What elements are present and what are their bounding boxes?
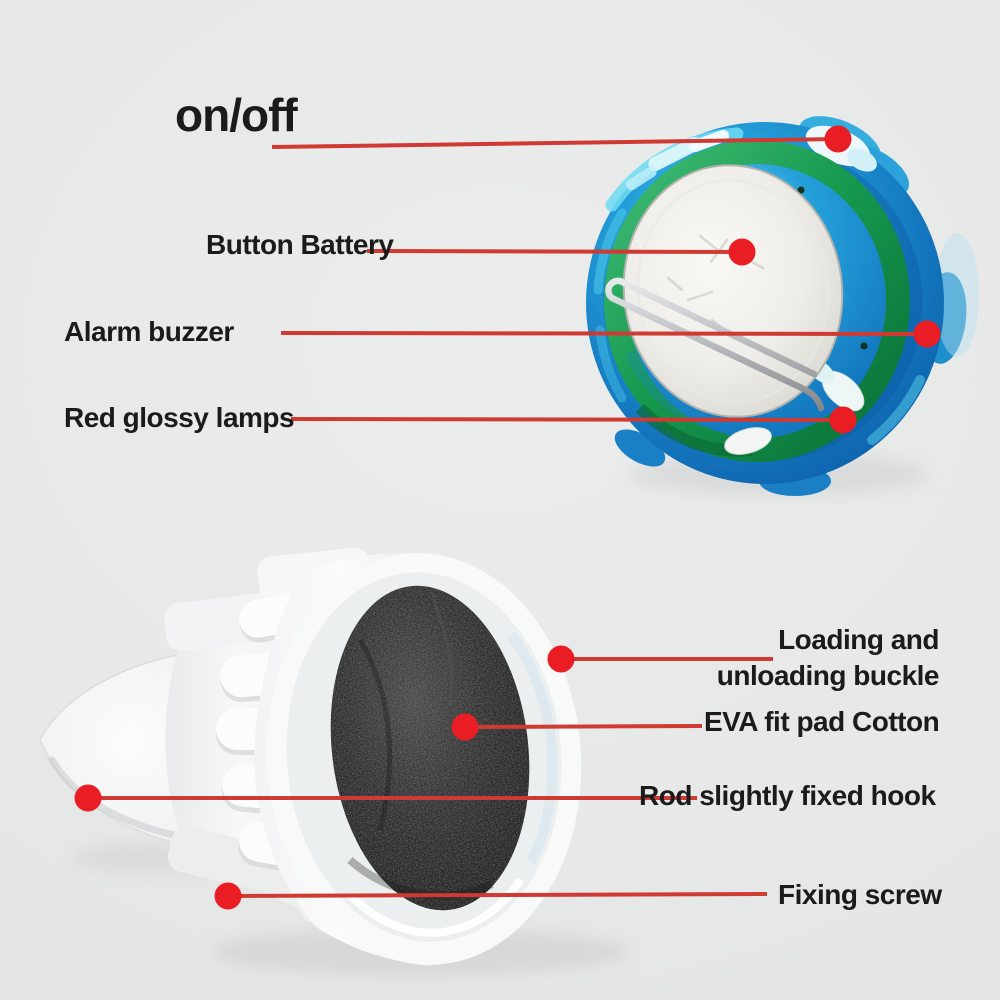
lamp-lower xyxy=(724,427,772,455)
label-alarm-buzzer: Alarm buzzer xyxy=(64,316,234,347)
mount-knob-illustration xyxy=(39,547,630,976)
label-rod-hook: Rod slightly fixed hook xyxy=(639,780,936,811)
buzzer-spring-clip xyxy=(605,277,825,412)
fixing-screw-ridge xyxy=(167,826,301,896)
label-button-battery: Button Battery xyxy=(206,229,394,260)
button-battery-cell xyxy=(622,164,844,418)
label-fixing-screw: Fixing screw xyxy=(778,879,942,910)
label-loading-buckle: Loading and unloading buckle xyxy=(716,624,940,691)
label-red-glossy-lamps: Red glossy lamps xyxy=(64,402,295,433)
label-on-off: on/off xyxy=(175,89,298,141)
label-eva-pad: EVA fit pad Cotton xyxy=(704,706,940,737)
alarm-cap-illustration xyxy=(586,116,979,496)
